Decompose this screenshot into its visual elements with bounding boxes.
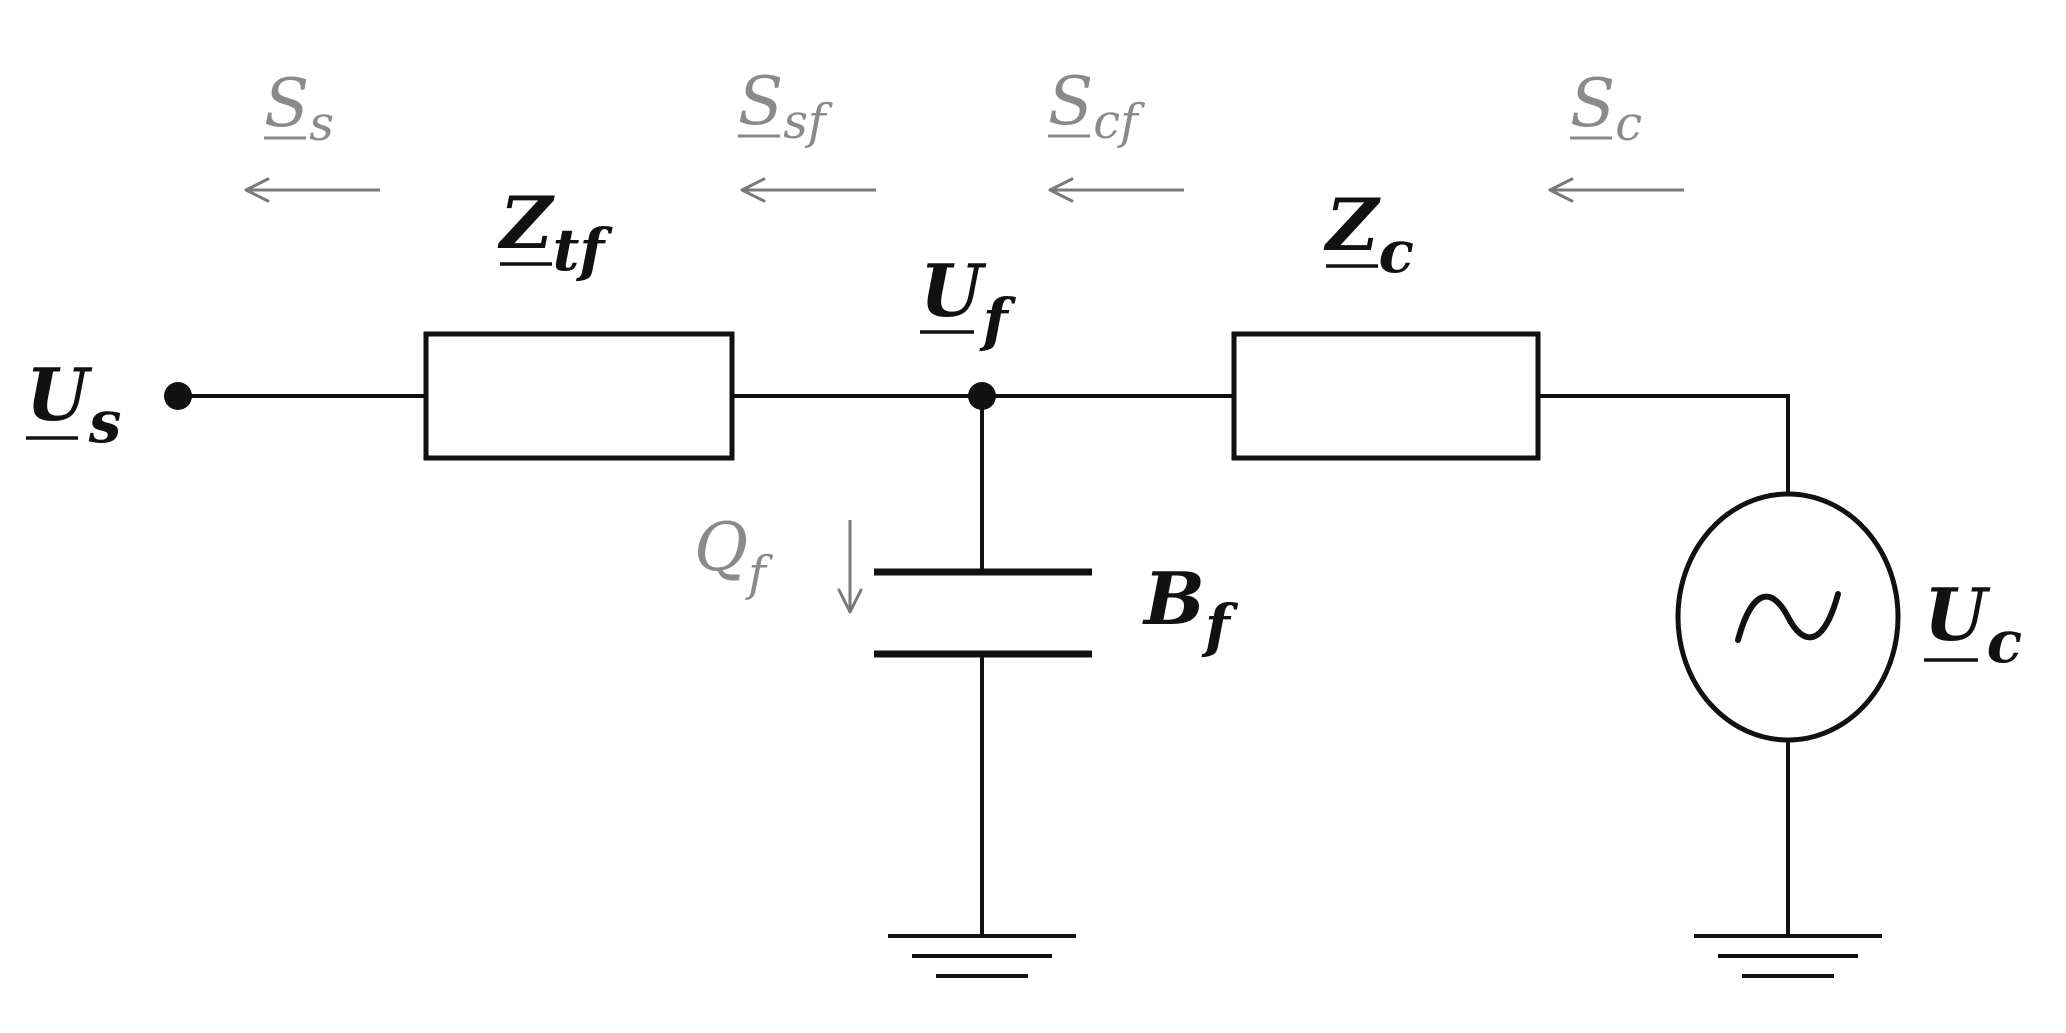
label-ss: Ss: [264, 65, 334, 152]
arrow-down-icon: [837, 520, 863, 614]
label-us: Us: [26, 352, 121, 456]
label-uf: Uf: [920, 248, 1017, 354]
svg-text:Sc: Sc: [1570, 65, 1642, 152]
label-sc: Sc: [1570, 65, 1642, 152]
svg-text:Ssf: Ssf: [738, 63, 833, 150]
arrow-left-icon: [1548, 177, 1684, 203]
label-scf: Scf: [1048, 63, 1145, 150]
label-zc: Zc: [1323, 182, 1414, 286]
label-ztf: Ztf: [497, 180, 613, 284]
svg-text:Scf: Scf: [1048, 63, 1145, 150]
label-qf: Qf: [694, 509, 773, 602]
arrow-left-icon: [1048, 177, 1184, 203]
arrow-left-icon: [244, 177, 380, 203]
wires: [176, 394, 1790, 936]
svg-text:Uf: Uf: [920, 248, 1017, 354]
impedance-ztf-icon: [423, 331, 735, 461]
ground-icon: [1694, 934, 1882, 978]
impedance-zc-icon: [1231, 331, 1541, 461]
node-us: [164, 382, 192, 410]
capacitor-icon: [874, 568, 1092, 658]
svg-text:Qf: Qf: [694, 509, 773, 602]
svg-text:Bf: Bf: [1142, 556, 1239, 660]
label-bf: Bf: [1142, 556, 1239, 660]
svg-text:Zc: Zc: [1323, 182, 1414, 286]
svg-text:Us: Us: [26, 352, 121, 456]
node-uf: [968, 382, 996, 410]
ac-voltage-source-icon: [1675, 491, 1901, 743]
svg-text:Uc: Uc: [1924, 572, 2022, 676]
svg-text:Ss: Ss: [264, 65, 334, 152]
label-ssf: Ssf: [738, 63, 833, 150]
label-uc: Uc: [1924, 572, 2022, 676]
arrow-left-icon: [740, 177, 876, 203]
ground-icon: [888, 934, 1076, 978]
svg-text:Ztf: Ztf: [497, 180, 613, 284]
